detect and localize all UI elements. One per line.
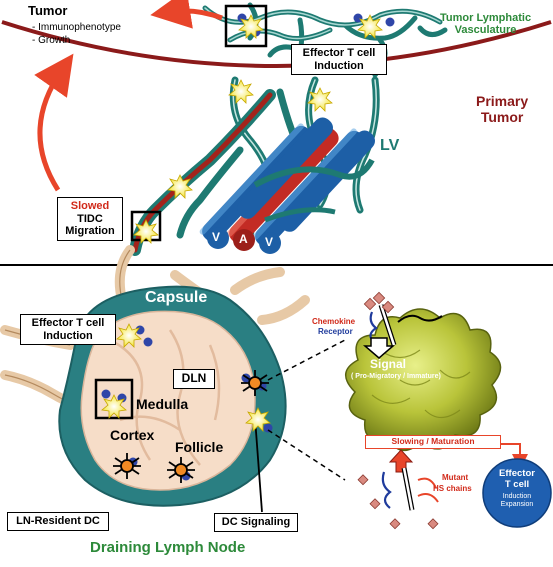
signal-sub-label: ( Pro-Migratory / Immature) xyxy=(351,373,441,380)
tumor-title: Tumor xyxy=(28,3,68,18)
effector-t-cell-circle xyxy=(482,458,552,528)
vessel-label-a: A xyxy=(239,232,248,246)
tumor-feedback-arrow-left xyxy=(34,53,74,192)
zoom-line-upper xyxy=(267,339,346,381)
tlv-line-1: Tumor Lymphatic xyxy=(440,12,532,24)
cortex-label: Cortex xyxy=(110,427,155,443)
draining-lymph-node-label: Draining Lymph Node xyxy=(90,539,246,556)
receptor-label: Receptor xyxy=(318,327,353,336)
zoom-line-lower xyxy=(267,429,346,481)
effector-top-line-1: Effector T cell xyxy=(302,47,376,59)
capsule-label: Capsule xyxy=(145,289,208,306)
chemokine-label: Chemokine xyxy=(312,317,356,326)
ln-resident-dcs xyxy=(113,370,269,483)
signal-label: Signal xyxy=(370,357,407,371)
effector-circle-line-3: Induction xyxy=(502,493,532,501)
tumor-lymphatic-vasculature-label: Tumor Lymphatic Vasculature xyxy=(440,12,531,37)
effector-t-cell-induction-top-box: Effector T cell Induction xyxy=(291,44,387,76)
blood-vessel-bundle xyxy=(199,117,375,254)
effector-circle-text: Effector T cell Induction Expansion xyxy=(483,468,551,509)
highlight-box-top xyxy=(224,4,268,48)
released-chemokines xyxy=(357,474,439,530)
signal-arrow xyxy=(362,337,396,359)
vessel-label-v-left: V xyxy=(212,230,221,244)
tumor-feedback-arrow-top xyxy=(150,0,223,29)
effector-ln-line-2: Induction xyxy=(43,329,93,342)
effector-ln-line-1: Effector T cell xyxy=(31,317,105,329)
migration-word: Migration xyxy=(65,225,115,238)
tlv-line-2: Vasculature xyxy=(454,24,517,37)
slowing-arrow xyxy=(388,449,414,473)
effector-circle-line-4: Expansion xyxy=(500,501,534,509)
slowing-to-effector-connector xyxy=(500,443,528,470)
lv-label: LV xyxy=(380,137,400,154)
effector-circle-line-1: Effector xyxy=(499,468,535,479)
tumor-bullet-immunophenotype: - Immunophenotype xyxy=(32,22,121,33)
dc-signaling-box: DC Signaling xyxy=(214,513,298,532)
dln-label: DLN xyxy=(173,369,215,389)
slowing-maturation-label: Slowing / Maturation xyxy=(365,435,501,449)
effector-circle-line-2: T cell xyxy=(504,478,530,490)
mutant-label: Mutant xyxy=(442,473,469,482)
antigen-starbursts xyxy=(101,14,383,432)
tidc-word: TIDC xyxy=(77,212,103,225)
medulla-label: Medulla xyxy=(136,396,189,412)
primary-tumor-label: Primary Tumor xyxy=(476,93,529,125)
ln-resident-dc-box: LN-Resident DC xyxy=(7,512,109,531)
membrane-receptor-bottom xyxy=(381,467,439,511)
primary-tumor-line-2: Tumor xyxy=(480,108,524,125)
dc-signaling-pointer xyxy=(254,417,263,513)
highlight-box-tidc xyxy=(130,210,162,242)
tumor-bullet-growth: - Growth xyxy=(32,35,71,46)
slowed-word: Slowed xyxy=(70,200,110,212)
slowed-tidc-migration-box: Slowed TIDC Migration xyxy=(57,197,123,241)
tumor-boundary-curve xyxy=(1,20,552,68)
effector-t-cell-induction-ln-box: Effector T cell Induction xyxy=(20,314,116,346)
effector-top-line-2: Induction xyxy=(314,59,364,72)
follicle-label: Follicle xyxy=(175,439,224,455)
vessel-label-v-right: V xyxy=(265,235,274,249)
primary-tumor-line-1: Primary xyxy=(476,93,529,109)
highlight-box-ln xyxy=(94,378,134,420)
lymph-node-medulla xyxy=(80,310,256,491)
chemokines xyxy=(363,291,395,314)
hs-chains-label: HS chains xyxy=(433,484,472,493)
